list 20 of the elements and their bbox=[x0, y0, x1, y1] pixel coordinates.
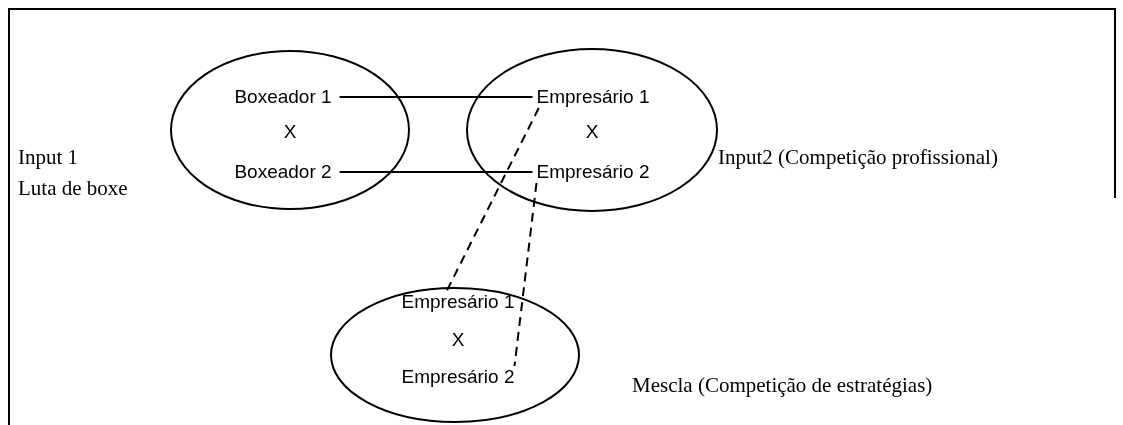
versus-mark: X bbox=[585, 121, 599, 143]
term-label: Empresário 1 bbox=[401, 291, 515, 313]
space-caption: Luta de boxe bbox=[18, 176, 128, 200]
versus-mark: X bbox=[283, 121, 297, 143]
space-caption: Mescla (Competição de estratégias) bbox=[632, 373, 933, 397]
ellipse-node bbox=[170, 50, 410, 210]
mapping-line bbox=[338, 96, 534, 98]
ellipse-node bbox=[466, 48, 718, 212]
term-label: Empresário 1 bbox=[536, 86, 650, 108]
term-label: Boxeador 1 bbox=[234, 86, 332, 108]
space-caption: Input2 (Competição profissional) bbox=[718, 145, 998, 169]
dashed-mapping-line bbox=[445, 107, 540, 292]
space-caption: Input 1 bbox=[18, 145, 79, 169]
ellipse-node bbox=[330, 287, 580, 423]
mapping-line bbox=[338, 171, 534, 173]
versus-mark: X bbox=[451, 329, 465, 351]
dashed-mapping-line bbox=[513, 182, 538, 367]
term-label: Empresário 2 bbox=[401, 366, 515, 388]
term-label: Boxeador 2 bbox=[234, 161, 332, 183]
term-label: Empresário 2 bbox=[536, 161, 650, 183]
